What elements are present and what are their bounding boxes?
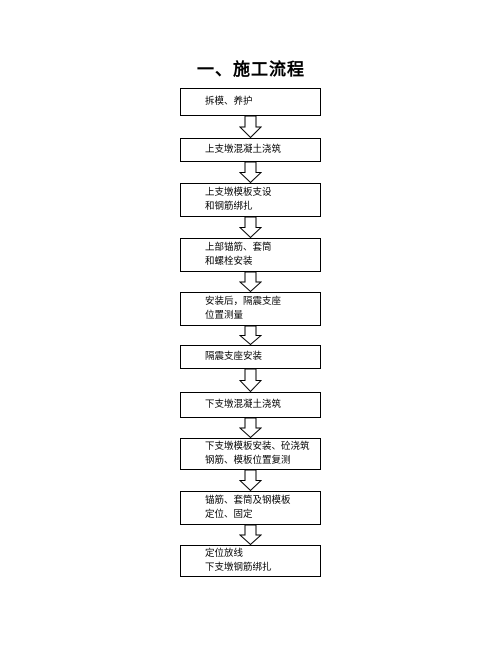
down-arrow-icon: [239, 369, 262, 392]
down-arrow-icon: [239, 326, 262, 345]
down-arrow-icon: [239, 525, 262, 545]
flow-step-5: 安装后，隔震支座位置测量: [180, 292, 321, 326]
flow-step-text: 隔震支座安装: [205, 351, 263, 362]
flow-step-9: 锚筋、套筒及钢模板定位、固定: [180, 491, 321, 525]
flow-step-2: 上支墩混凝土浇筑: [180, 138, 321, 162]
down-arrow-icon: [239, 116, 262, 138]
flow-step-text: 上支墩混凝土浇筑: [205, 144, 282, 155]
down-arrow-icon: [239, 470, 262, 491]
flow-step-3: 上支墩模板支设和钢筋绑扎: [180, 183, 321, 217]
flow-step-text: 锚筋、套筒及钢模板: [205, 495, 291, 506]
flow-step-text: 定位、固定: [205, 509, 253, 520]
flow-step-text: 下支墩模板安装、砼浇筑: [205, 441, 310, 452]
flow-step-6: 隔震支座安装: [180, 345, 321, 369]
flow-step-7: 下支墩混凝土浇筑: [180, 392, 321, 418]
flow-step-text: 拆模、养护: [205, 96, 253, 107]
flow-step-text: 下支墩混凝土浇筑: [205, 399, 282, 410]
flow-step-1: 拆模、养护: [180, 88, 321, 116]
flow-step-text: 上支墩模板支设: [205, 187, 272, 198]
down-arrow-icon: [239, 418, 262, 438]
page-title: 一、施工流程: [197, 60, 305, 80]
flow-step-text: 位置测量: [205, 310, 244, 321]
down-arrow-icon: [239, 272, 262, 292]
flow-step-text: 钢筋、模板位置复测: [205, 455, 291, 466]
down-arrow-icon: [239, 162, 262, 183]
flow-step-text: 和螺栓安装: [205, 256, 253, 267]
flow-step-10: 定位放线下支墩钢筋绑扎: [180, 545, 321, 577]
flow-step-text: 上部锚筋、套筒: [205, 242, 272, 253]
flow-step-text: 安装后，隔震支座: [205, 296, 282, 307]
flow-step-4: 上部锚筋、套筒和螺栓安装: [180, 238, 321, 272]
flow-step-text: 定位放线: [205, 548, 244, 559]
flow-step-text: 下支墩钢筋绑扎: [205, 562, 272, 573]
flow-step-text: 和钢筋绑扎: [205, 201, 253, 212]
down-arrow-icon: [239, 217, 262, 238]
flow-step-8: 下支墩模板安装、砼浇筑钢筋、模板位置复测: [180, 438, 321, 470]
